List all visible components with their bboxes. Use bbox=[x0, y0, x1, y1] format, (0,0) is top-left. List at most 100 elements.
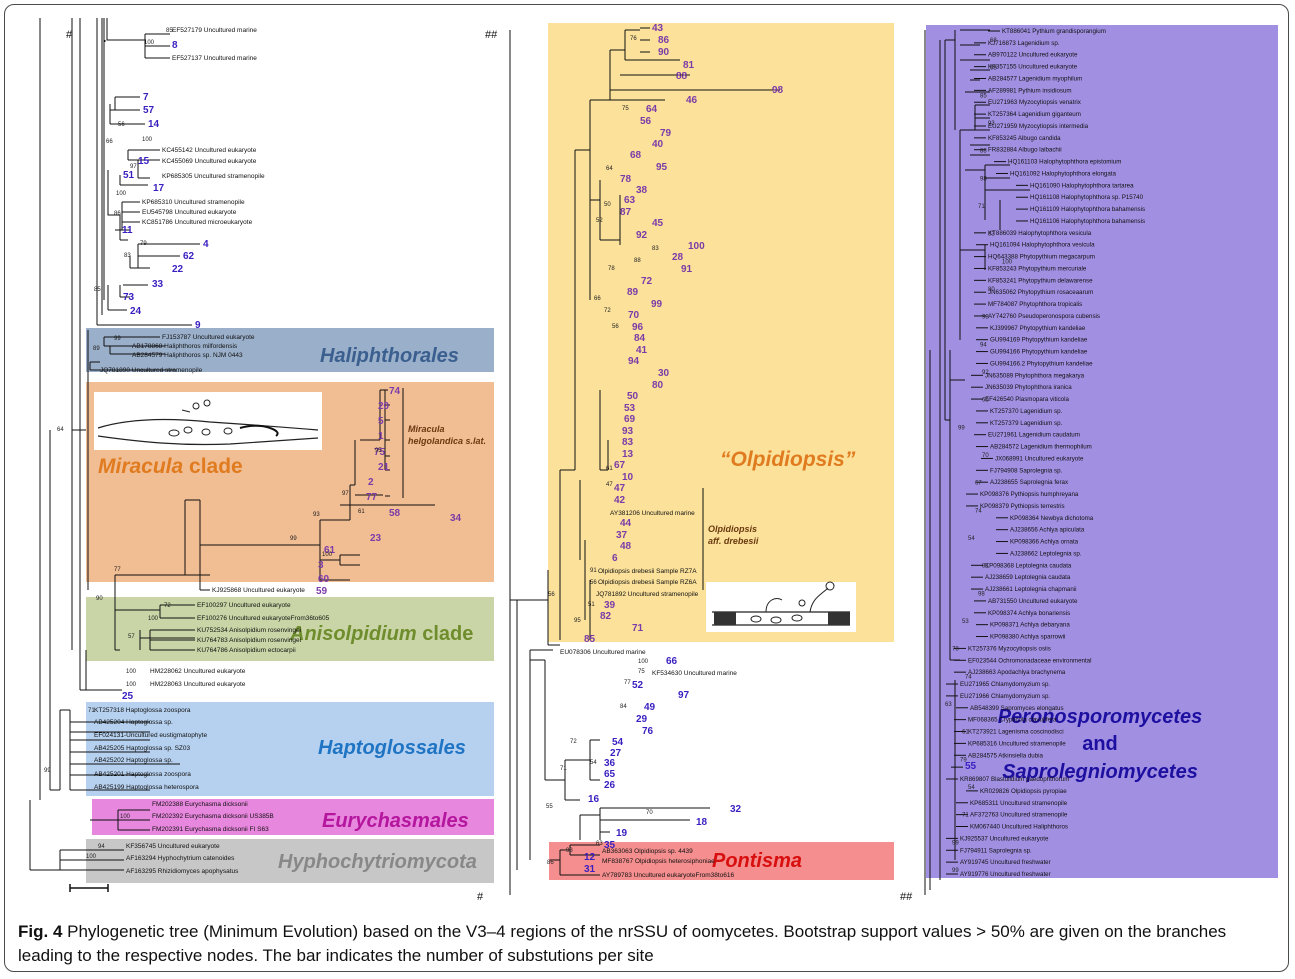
sample-number: 47 bbox=[614, 483, 626, 494]
sample-number: 9 bbox=[195, 320, 201, 331]
bootstrap-value: 90 bbox=[96, 596, 103, 602]
bootstrap-value: 95 bbox=[574, 618, 581, 624]
tip-label: AY919745 Uncultured freshwater bbox=[960, 859, 1051, 866]
left-bootstrap-values: 85 100 100 56 97 66 100 86 79 83 85 99 8… bbox=[44, 28, 382, 860]
label-olpidiopsis: “Olpidiopsis” bbox=[720, 448, 856, 471]
tip-label: FM202391 Eurychasma dicksonii FI S63 bbox=[152, 826, 269, 833]
box-haptoglossales bbox=[86, 702, 494, 796]
right-accession-labels: KT886041 Pythium grandisporangiumKJ71687… bbox=[946, 28, 1145, 878]
sample-number: 74 bbox=[389, 386, 401, 397]
sample-number: 46 bbox=[686, 95, 698, 106]
bootstrap-value: 86 bbox=[114, 211, 121, 217]
tip-label: AB731550 Uncultured eukaryote bbox=[988, 598, 1078, 605]
tip-label: EU078306 Uncultured marine bbox=[560, 649, 646, 656]
sample-number: 3 bbox=[318, 560, 324, 571]
bootstrap-value: 95 bbox=[375, 448, 382, 454]
sample-number: 31 bbox=[584, 864, 596, 875]
tip-label: KF534630 Uncultured marine bbox=[652, 670, 737, 677]
bootstrap-value: 98 bbox=[980, 176, 987, 182]
bootstrap-value: 61 bbox=[962, 730, 969, 736]
miracula-sample-numbers: 74 20 5 1 75 21 2 77 58 34 23 61 3 60 59 bbox=[316, 386, 462, 597]
tip-label: KT257379 Lagenidium sp. bbox=[990, 420, 1063, 427]
bootstrap-value: 99 bbox=[114, 336, 121, 342]
tip-label: KT273921 Lagenisma coscinodisci bbox=[968, 729, 1064, 736]
tip-label: AJ238662 Leptolegnia sp. bbox=[1010, 550, 1082, 557]
bootstrap-value: 92 bbox=[982, 370, 989, 376]
tip-label: KC851786 Uncultured microeukaryote bbox=[142, 219, 253, 226]
bootstrap-value: 50 bbox=[604, 202, 611, 208]
tip-label: KF357155 Uncultured eukaryote bbox=[988, 64, 1078, 71]
label-anisolpidium: Anisolpidium clade bbox=[289, 623, 473, 645]
tip-label: EU271966 Chlamydomyzium sp. bbox=[960, 693, 1050, 700]
sample-number: 5 bbox=[378, 416, 384, 427]
bootstrap-value: 54 bbox=[968, 536, 975, 542]
sample-number: 92 bbox=[636, 230, 648, 241]
box-haliphthorales bbox=[86, 328, 494, 372]
sample-number: 14 bbox=[148, 119, 160, 130]
bootstrap-value: 61 bbox=[358, 509, 365, 515]
bootstrap-value: 68 bbox=[990, 66, 997, 72]
sample-number: 86 bbox=[658, 35, 670, 46]
bootstrap-value: 54 bbox=[968, 785, 975, 791]
label-miracula-species-1: Miracula bbox=[408, 424, 445, 434]
sample-number: 76 bbox=[642, 726, 654, 737]
phylogenetic-tree: # ## # ## bbox=[29, 18, 1278, 903]
tip-label: KJ925868 Uncultured eukaryote bbox=[212, 587, 305, 594]
tip-label: EF527137 Uncultured marine bbox=[172, 55, 257, 62]
left-sample-numbers: 8 7 57 14 17 15 51 11 4 62 22 33 73 24 9… bbox=[122, 40, 209, 702]
tip-label: KT886041 Pythium grandisporangium bbox=[1002, 28, 1106, 35]
bootstrap-value: 57 bbox=[128, 634, 135, 640]
tip-label: AF289981 Pythium insidiosum bbox=[988, 87, 1072, 94]
sample-number: 43 bbox=[652, 23, 664, 34]
tip-label: KF853241 Phytopythium delawarense bbox=[988, 277, 1093, 284]
sample-number: 37 bbox=[616, 530, 628, 541]
sample-number: 18 bbox=[696, 817, 708, 828]
tip-label: KP685310 Uncultured stramenopile bbox=[142, 199, 245, 206]
tip-label: KP098366 Achlya ornata bbox=[1010, 539, 1079, 546]
bootstrap-value: 66 bbox=[594, 296, 601, 302]
sample-number: 83 bbox=[622, 437, 634, 448]
sample-number: 2 bbox=[368, 477, 374, 488]
sample-number: 93 bbox=[622, 426, 634, 437]
tip-label: KU764783 Anisolpidium rosenvingei bbox=[197, 637, 301, 644]
tip-label: KP098374 Achlya bonariensis bbox=[988, 610, 1070, 617]
sample-number: 21 bbox=[378, 462, 390, 473]
bootstrap-value: 54 bbox=[590, 760, 597, 766]
sample-number: 42 bbox=[614, 495, 626, 506]
tip-label: AJ238655 Saprolegnia ferax bbox=[990, 479, 1069, 486]
tip-label: AB284579 Haliphthoros sp. NJM 0443 bbox=[132, 352, 243, 359]
bootstrap-value: 72 bbox=[604, 308, 611, 314]
tip-label: JN635089 Phytophthora megakarya bbox=[985, 372, 1085, 379]
tip-label: KF853243 Phytopythium mercuriale bbox=[988, 265, 1087, 272]
tip-label: EF527179 Uncultured marine bbox=[172, 27, 257, 34]
sample-number: 62 bbox=[183, 251, 195, 262]
sample-number: 100 bbox=[688, 241, 705, 252]
bootstrap-value: 63 bbox=[945, 702, 952, 708]
tip-label: EF426540 Plasmopara viticola bbox=[985, 396, 1069, 403]
sample-number: 61 bbox=[324, 545, 336, 556]
sample-number: 98 bbox=[772, 85, 784, 96]
sample-number: 24 bbox=[130, 306, 142, 317]
figure-label: Fig. 4 bbox=[18, 922, 63, 941]
tip-label: AB425204 Haptoglossa sp. bbox=[94, 719, 173, 726]
bootstrap-value: 56 bbox=[548, 592, 555, 598]
tip-label: KF356745 Uncultured eukaryote bbox=[126, 843, 220, 850]
sample-number: 1 bbox=[378, 431, 384, 442]
bootstrap-value: 53 bbox=[962, 619, 969, 625]
tip-label: KT257370 Lagenidium sp. bbox=[990, 408, 1063, 415]
tip-label: KJ399967 Phytopythium kandeliae bbox=[990, 325, 1086, 332]
bootstrap-value: 80 bbox=[988, 287, 995, 293]
sample-number: 57 bbox=[143, 105, 155, 116]
sample-number: 35 bbox=[604, 840, 616, 851]
tip-label: HQ161108 Halophytophthora sp. P15740 bbox=[1030, 194, 1144, 201]
tip-label: AB425201 Haptoglossa zoospora bbox=[94, 771, 191, 778]
box-olpidiopsis bbox=[548, 23, 894, 642]
tip-label: AB284577 Lagenidium myophilum bbox=[988, 75, 1082, 82]
bootstrap-value: 74 bbox=[965, 674, 972, 680]
sample-number: 44 bbox=[620, 518, 632, 529]
bootstrap-value: 98 bbox=[566, 848, 573, 854]
tip-label: EF024131-Uncultured eustigmatophyte bbox=[94, 732, 207, 739]
figure-frame bbox=[4, 4, 1289, 972]
sample-number: 54 bbox=[612, 737, 624, 748]
bootstrap-value: 71 bbox=[978, 204, 985, 210]
